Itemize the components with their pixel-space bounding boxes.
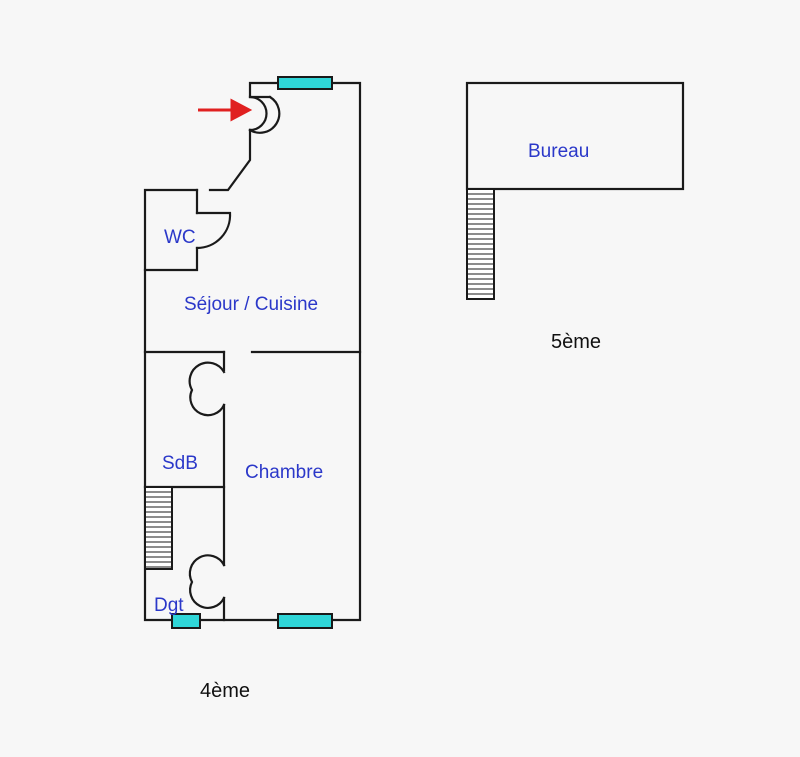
staircase: [466, 188, 495, 300]
room-label-sejour: Séjour / Cuisine: [184, 294, 318, 315]
floor-label-fifth: 5ème: [551, 331, 601, 353]
entrance-door: [248, 95, 268, 132]
room-label-dgt: Dgt: [154, 595, 184, 616]
room-label-sdb: SdB: [162, 453, 198, 474]
room-label-wc: WC: [164, 227, 196, 248]
floor-label-fourth: 4ème: [200, 680, 250, 702]
window-bottom-left: [171, 613, 201, 629]
window-top: [277, 76, 333, 90]
bureau-room: [465, 81, 685, 191]
fifth-floor-plan: Bureau 5ème: [465, 81, 685, 353]
room-label-bureau: Bureau: [528, 141, 589, 162]
wc-wall: [143, 188, 199, 272]
wc-door: [195, 211, 232, 250]
fourth-floor-plan: WC Séjour / Cuisine SdB Chambre Dgt 4ème: [143, 76, 362, 702]
sdb-door: [188, 361, 226, 417]
staircase: [144, 486, 173, 570]
entrance-arrow-icon: [198, 98, 253, 122]
window-bottom-right: [277, 613, 333, 629]
entrance-door-leaf: [248, 95, 281, 134]
room-label-chambre: Chambre: [245, 462, 323, 483]
dgt-door: [188, 554, 226, 609]
